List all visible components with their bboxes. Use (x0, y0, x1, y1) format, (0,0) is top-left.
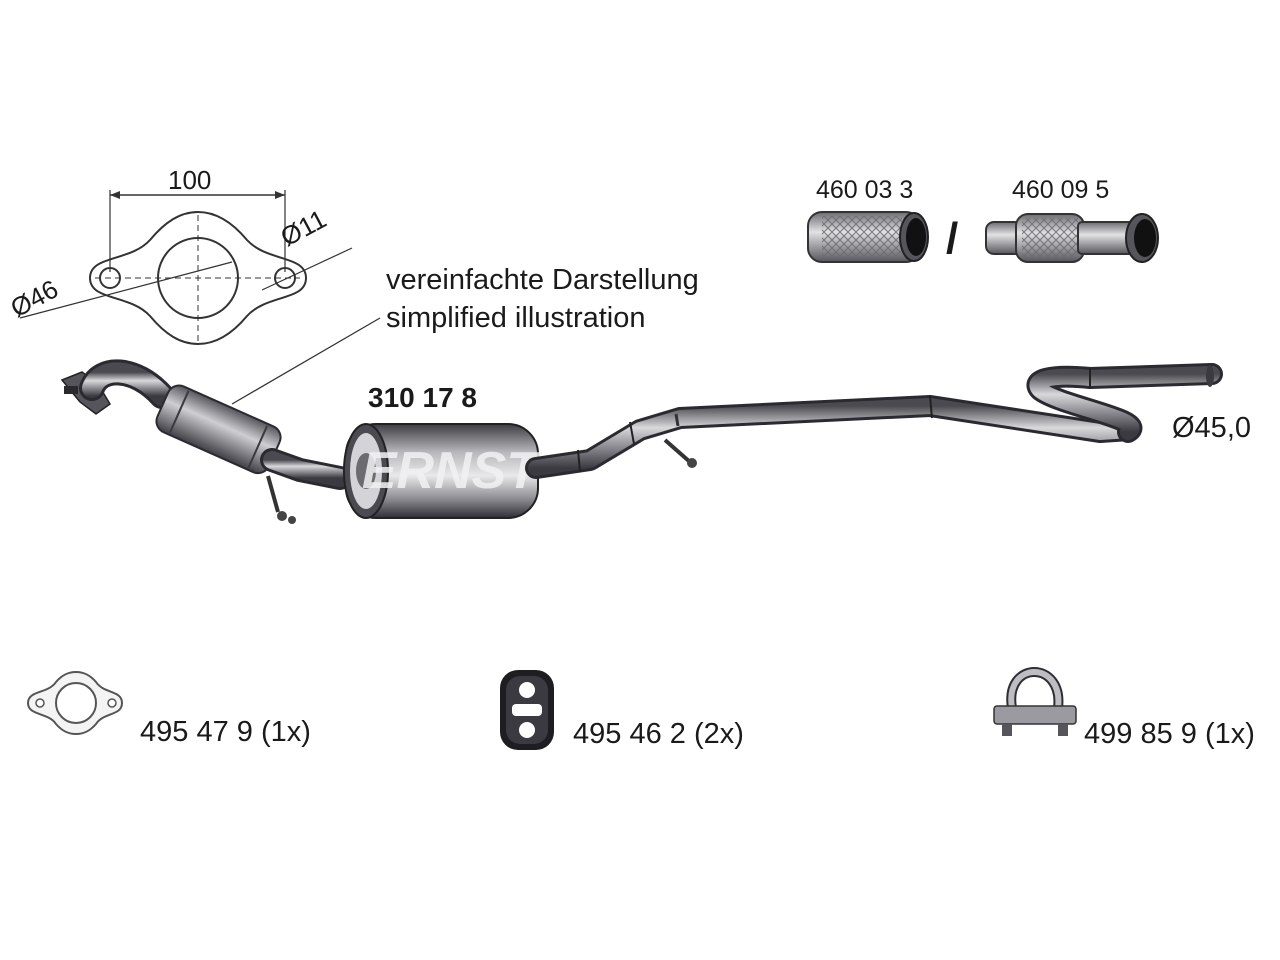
part-number: 310 17 8 (368, 382, 477, 413)
exhaust-assembly: ERNST (60, 359, 1223, 524)
flex-option-a-label: 460 03 3 (816, 176, 914, 204)
accessory-clamp-label: 499 85 9 (1x) (1084, 718, 1255, 750)
outlet-diameter-label: Ø45,0 (1172, 412, 1251, 444)
flange-width-label: 100 (168, 165, 212, 195)
clamp-icon (993, 667, 1077, 736)
accessory-hanger-label: 495 46 2 (2x) (573, 718, 744, 750)
rubber-hanger-icon (500, 670, 554, 750)
flex-separator: / (946, 214, 959, 263)
outlet-end (1206, 365, 1214, 387)
note-de: vereinfachte Darstellung (386, 264, 699, 296)
note-leader-line (231, 317, 381, 405)
flex-option-b-label: 460 09 5 (1012, 176, 1110, 204)
brand-mark: ERNST (362, 442, 542, 500)
gasket-icon (26, 670, 124, 736)
middle-muffler: ERNST (343, 423, 542, 519)
note-en: simplified illustration (386, 302, 646, 334)
flange-outline (88, 210, 308, 346)
accessory-gasket-label: 495 47 9 (1x) (140, 716, 311, 748)
hanger-bracket-rear (663, 413, 697, 468)
flex-pipe-option-b (985, 213, 1159, 263)
hanger-bracket-front (266, 475, 296, 524)
flex-pipe-option-a (807, 211, 929, 263)
flange-drawing (19, 190, 353, 346)
